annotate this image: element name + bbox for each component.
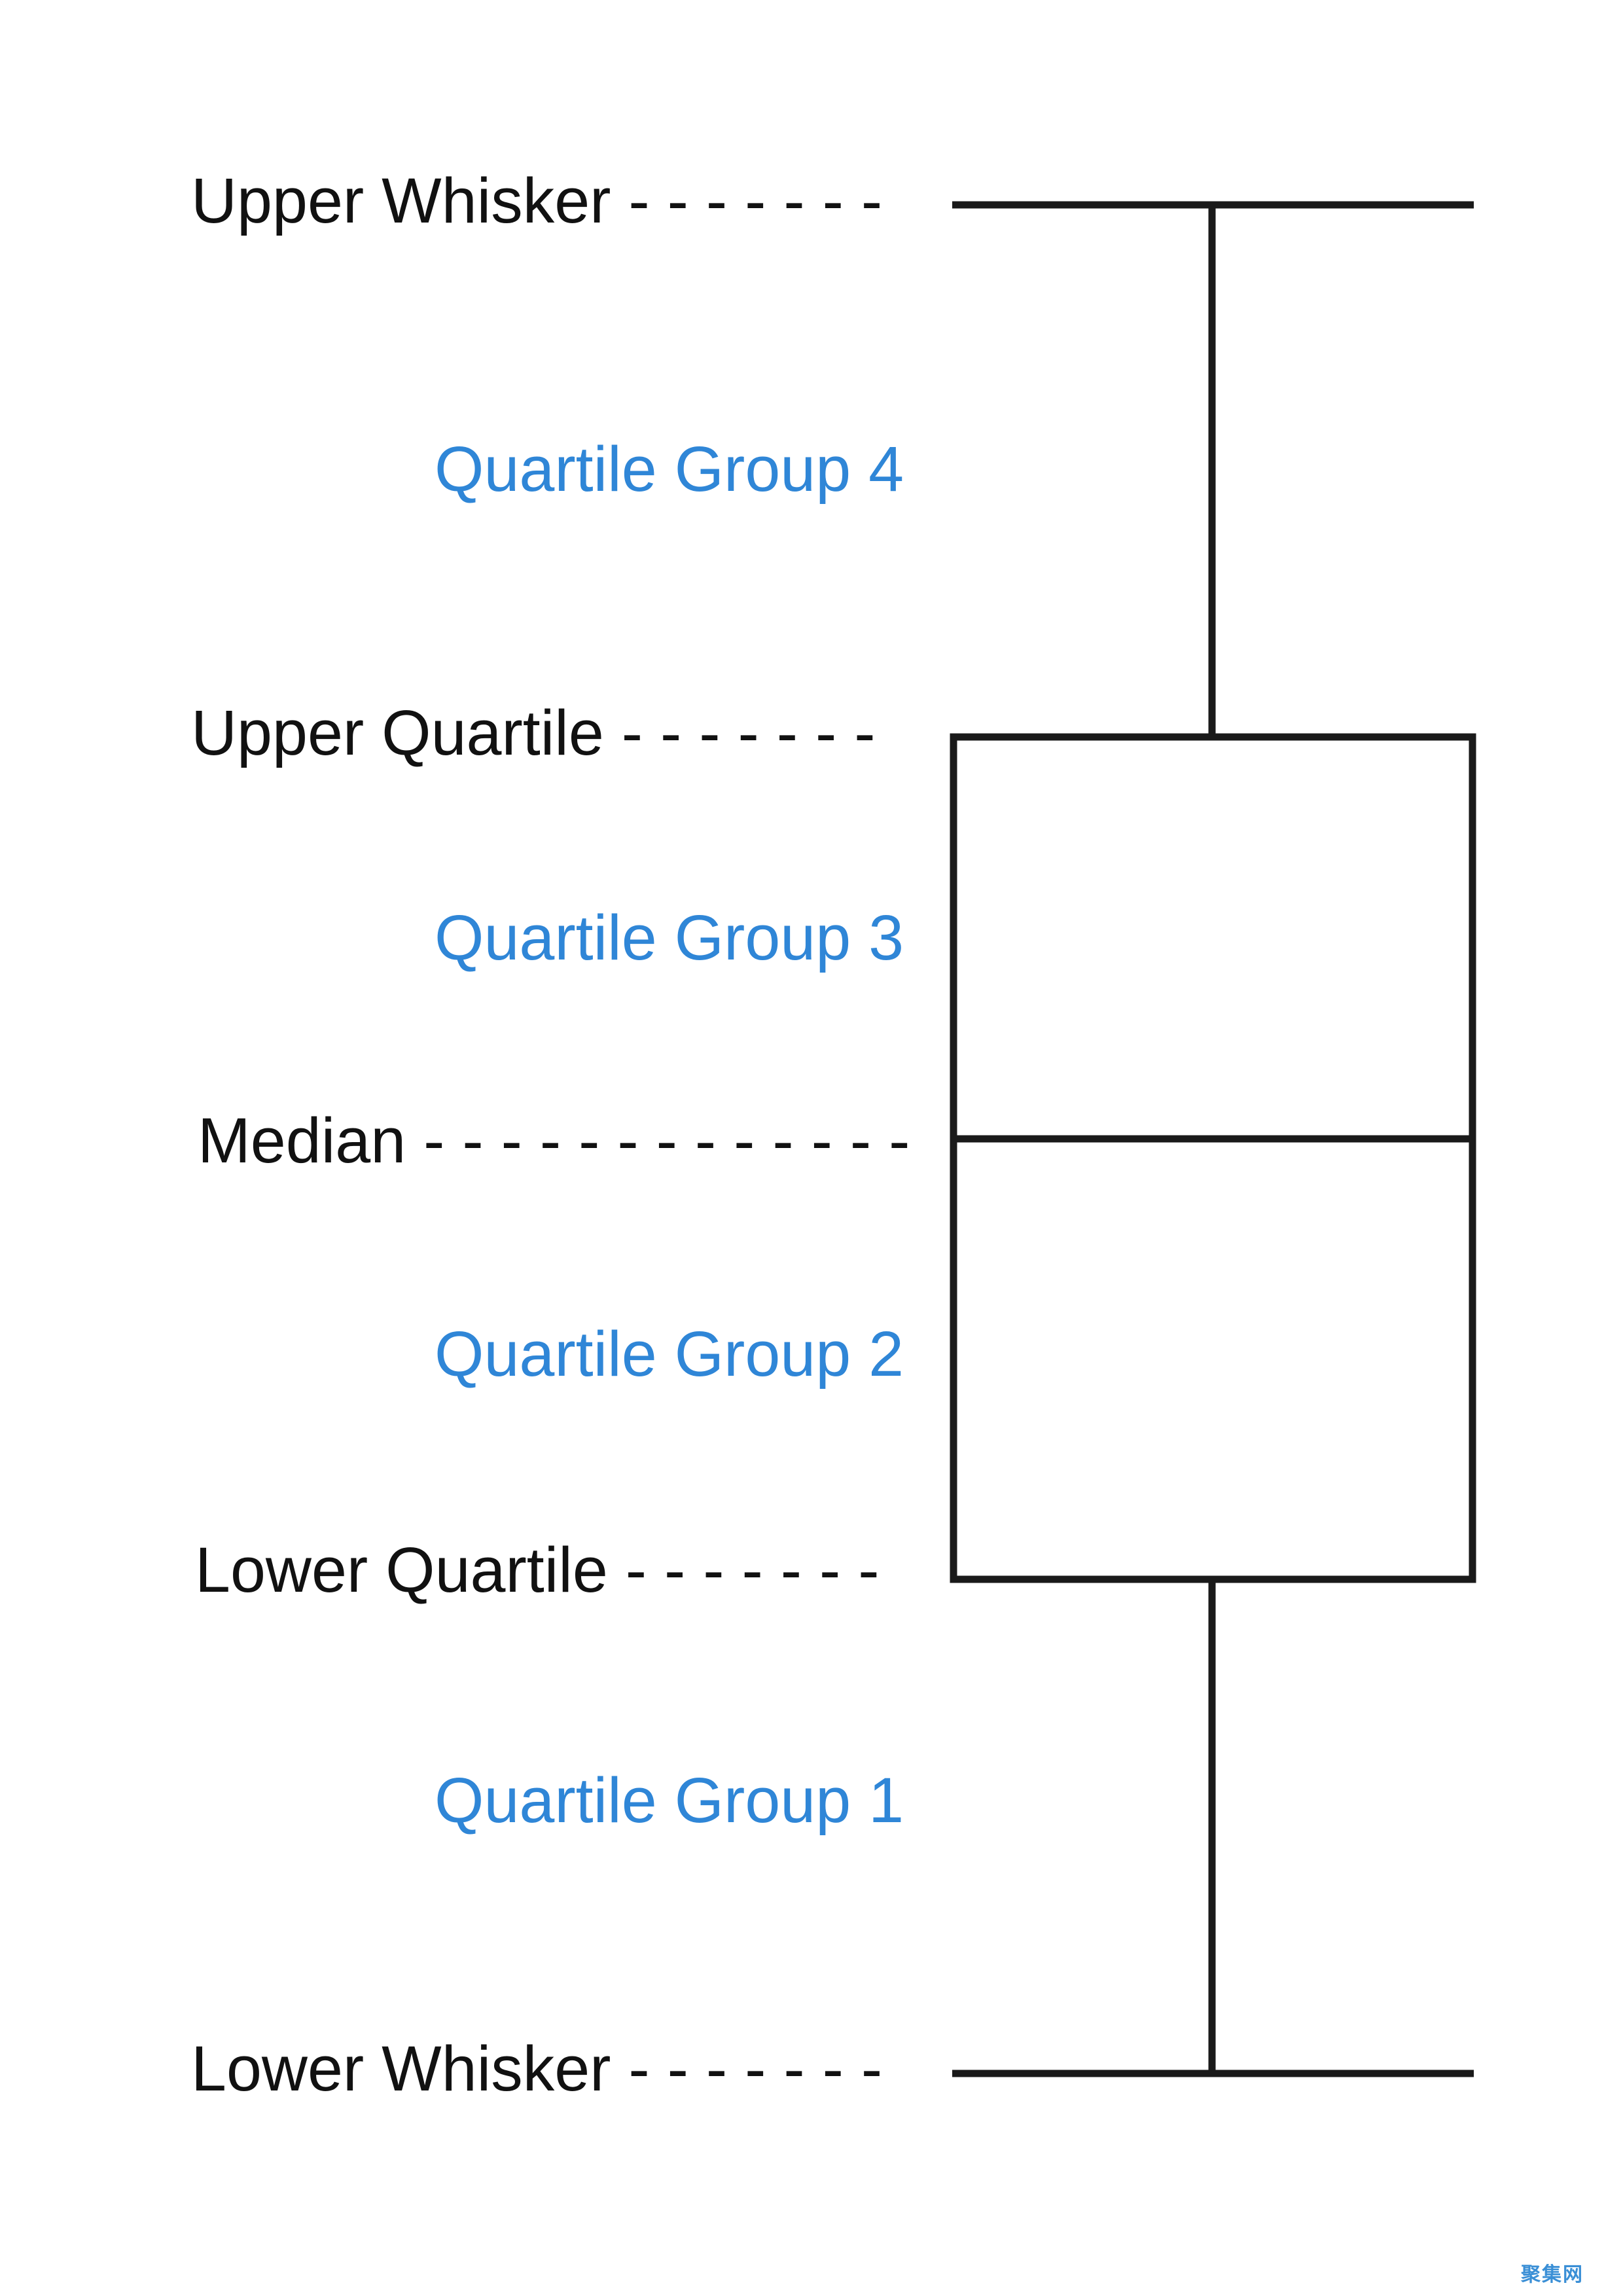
watermark-logo: 聚集网 [1521, 2263, 1584, 2286]
interquartile-box [950, 733, 1476, 1583]
upper-whisker-label: Upper Whisker - - - - - - - [191, 165, 883, 236]
quartile-group-4-label: Quartile Group 4 [435, 433, 904, 505]
lower-quartile-label: Lower Quartile - - - - - - - [195, 1534, 880, 1605]
quartile-group-3-label: Quartile Group 3 [435, 902, 904, 973]
median-label: Median - - - - - - - - - - - - - [198, 1105, 910, 1176]
quartile-group-1-label: Quartile Group 1 [435, 1765, 904, 1836]
lower-whisker-label: Lower Whisker - - - - - - - [191, 2033, 883, 2104]
upper-quartile-label: Upper Quartile - - - - - - - [191, 697, 876, 768]
quartile-group-2-label: Quartile Group 2 [435, 1318, 904, 1390]
